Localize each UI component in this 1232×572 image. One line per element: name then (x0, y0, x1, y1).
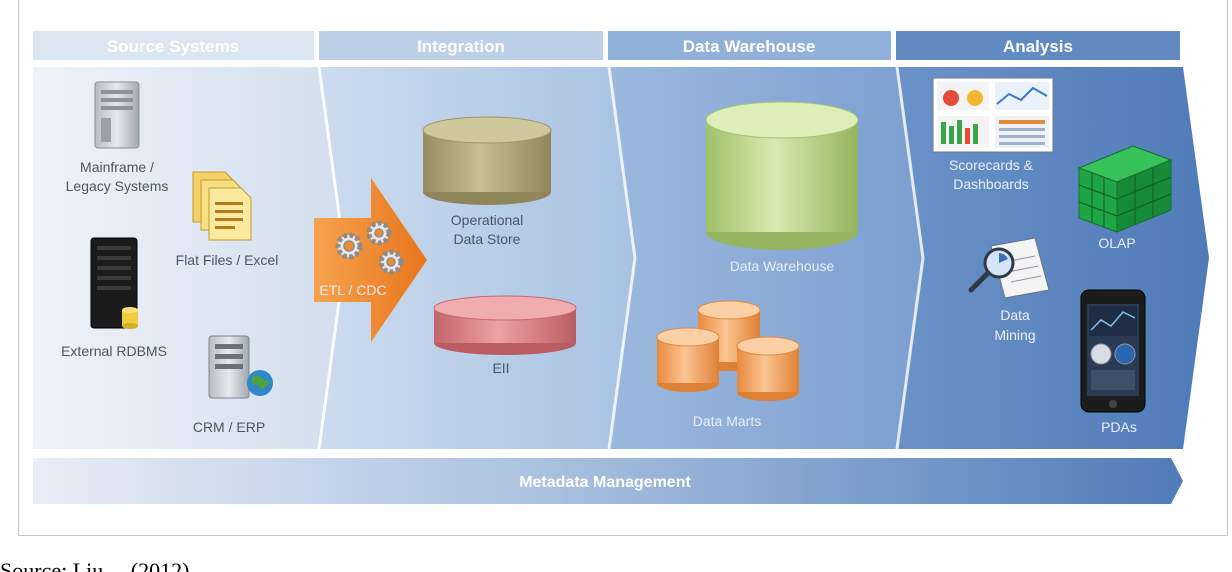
flat-files-label: Flat Files / Excel (176, 252, 279, 268)
mainframe-label-line1: Mainframe / (80, 159, 154, 175)
header-analysis: Analysis (1003, 37, 1073, 56)
header-bar-source-systems (33, 31, 314, 60)
scorecards-label-line1: Scorecards & (949, 157, 1034, 173)
pdas-label: PDAs (1101, 419, 1137, 435)
external-rdbms-label: External RDBMS (61, 343, 167, 359)
ods-label-line2: Data Store (454, 231, 521, 247)
figure-caption: Source: Liu ... (2012) (0, 558, 190, 572)
eii-cylinder (433, 295, 577, 355)
header-integration: Integration (417, 37, 505, 56)
olap-label: OLAP (1098, 235, 1135, 251)
olap-cube-icon (1077, 145, 1173, 233)
scorecards-label-line2: Dashboards (953, 176, 1029, 192)
metadata-management-label: Metadata Management (519, 474, 691, 491)
header-bar-data-warehouse (608, 31, 891, 60)
data-warehouse-cylinder (705, 101, 859, 250)
data-mining-label-line2: Mining (994, 327, 1035, 343)
band-source-systems (33, 67, 345, 449)
eii-label: EII (492, 360, 509, 376)
mainframe-server-icon (94, 81, 140, 149)
pda-device-icon (1080, 289, 1146, 413)
ods-label-line1: Operational (451, 212, 523, 228)
column-headers: Source Systems Integration Data Warehous… (33, 31, 1180, 60)
data-marts-label: Data Marts (693, 413, 761, 429)
architecture-diagram: Source Systems Integration Data Warehous… (33, 31, 1209, 504)
gear-icon (335, 220, 404, 275)
etl-cdc-label: ETL / CDC (319, 282, 386, 298)
data-marts-cylinders (656, 300, 800, 401)
data-mining-icon (968, 237, 1050, 299)
band-integration (319, 67, 635, 449)
data-mining-label-line1: Data (1000, 307, 1030, 323)
header-source-systems: Source Systems (107, 37, 239, 56)
diagram-frame: Source Systems Integration Data Warehous… (18, 0, 1228, 536)
metadata-management-bar (33, 458, 1183, 504)
header-bar-analysis (896, 31, 1180, 60)
mainframe-label-line2: Legacy Systems (66, 178, 169, 194)
dashboard-icon (932, 77, 1054, 153)
crm-erp-icon (208, 335, 273, 399)
header-data-warehouse: Data Warehouse (683, 37, 816, 56)
external-rdbms-icon (90, 237, 138, 329)
crm-erp-label: CRM / ERP (193, 419, 265, 435)
header-bar-integration (319, 31, 603, 60)
etl-arrow (314, 178, 427, 342)
data-warehouse-label: Data Warehouse (730, 258, 835, 274)
ods-cylinder (422, 116, 552, 205)
flat-files-icon (192, 171, 252, 241)
